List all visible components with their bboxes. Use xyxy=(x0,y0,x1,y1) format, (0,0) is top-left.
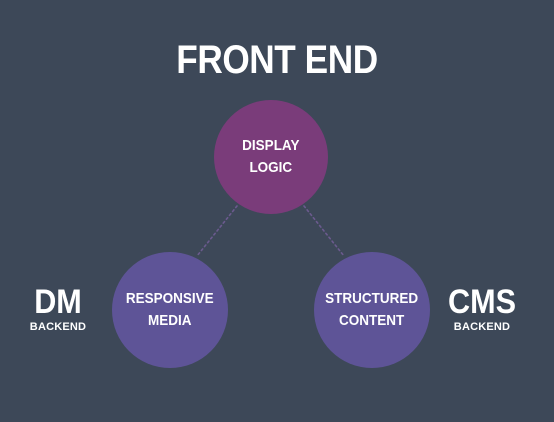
side-label-dm-title: DM xyxy=(34,283,82,321)
side-label-cms-subtitle: BACKEND xyxy=(453,321,511,333)
side-label-dm: DM BACKEND xyxy=(26,284,90,334)
node-structured-content: STRUCTURED CONTENT xyxy=(314,252,430,368)
side-label-cms-title: CMS xyxy=(447,283,517,321)
connector-display-to-media xyxy=(196,205,238,257)
node-display-logic-label: DISPLAY LOGIC xyxy=(242,137,300,176)
node-structured-content-label: STRUCTURED CONTENT xyxy=(325,290,419,329)
node-responsive-media: RESPONSIVE MEDIA xyxy=(112,252,228,368)
diagram-title: FRONT END xyxy=(176,38,378,82)
side-label-cms: CMS BACKEND xyxy=(440,284,524,334)
connector-display-to-content xyxy=(303,205,345,257)
node-display-logic: DISPLAY LOGIC xyxy=(214,100,328,214)
node-responsive-media-label: RESPONSIVE MEDIA xyxy=(126,290,214,329)
side-label-dm-subtitle: BACKEND xyxy=(29,321,87,333)
